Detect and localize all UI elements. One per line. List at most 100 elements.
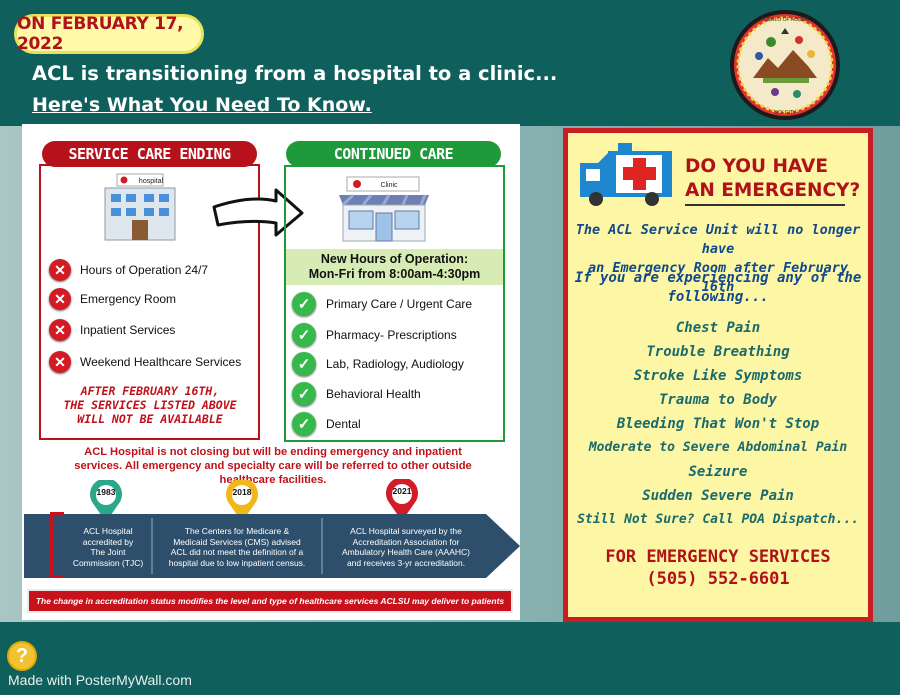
closing-line: services. All emergency and specialty ca…	[74, 460, 472, 472]
timeline-event-2018: The Centers for Medicare & Medicaid Serv…	[156, 526, 318, 568]
x-icon: ✕	[49, 288, 71, 310]
symptom-item: Trouble Breathing	[646, 344, 790, 360]
timeline-arrow	[24, 514, 520, 578]
symptom-item: Moderate to Severe Abdominal Pain	[588, 440, 848, 455]
event-line: The Joint	[90, 547, 126, 557]
phone-number[interactable]: (505) 552-6601	[646, 569, 790, 589]
hospital-label: hospital	[139, 178, 164, 185]
note-line: THE SERVICES LISTED ABOVE	[63, 398, 237, 412]
timeline-event-2021: ACL Hospital surveyed by the Accreditati…	[326, 526, 486, 568]
timeline-pin-1983	[90, 480, 122, 522]
tribal-seal-icon: PUEBLO OF ACOMA SKY CITY	[730, 10, 840, 120]
list-item: ✕ Hours of Operation 24/7	[49, 259, 208, 281]
hours-of-operation: New Hours of Operation: Mon-Fri from 8:0…	[286, 249, 503, 285]
symptom-item: Trauma to Body	[658, 392, 777, 408]
headline: ACL is transitioning from a hospital to …	[32, 62, 558, 85]
ending-item-label: Emergency Room	[80, 292, 177, 306]
ending-item-label: Hours of Operation 24/7	[80, 263, 209, 277]
hours-line: New Hours of Operation:	[320, 252, 469, 266]
list-item: ✕ Inpatient Services	[49, 319, 175, 341]
event-line: ACL Hospital surveyed by the	[350, 526, 462, 536]
list-item: ✓ Pharmacy- Prescriptions	[292, 323, 457, 347]
emergency-services: FOR EMERGENCY SERVICES (505) 552-6601	[568, 546, 868, 590]
title-line: AN EMERGENCY?	[685, 180, 861, 201]
check-icon: ✓	[292, 292, 316, 316]
list-item: ✓ Primary Care / Urgent Care	[292, 292, 472, 316]
timeline-pin-2021	[386, 479, 418, 521]
check-icon: ✓	[292, 382, 316, 406]
service-ending-title: SERVICE CARE ENDING	[42, 141, 257, 167]
list-item: ✕ Weekend Healthcare Services	[49, 351, 241, 373]
note-line: AFTER FEBRUARY 16TH,	[80, 384, 220, 398]
prompt-line: If you are experiencing any of the	[574, 270, 862, 286]
event-line: accredited by	[82, 536, 134, 547]
footer-band	[0, 622, 900, 695]
emergency-card-inner: DO YOU HAVE AN EMERGENCY? The ACL Servic…	[568, 133, 868, 617]
help-icon[interactable]: ?	[7, 641, 37, 671]
symptom-item: Still Not Sure? Call POA Dispatch...	[577, 512, 859, 527]
seal-text-top: PUEBLO OF ACOMA	[761, 17, 810, 23]
timeline-year: 2018	[232, 487, 252, 497]
symptom-item: Bleeding That Won't Stop	[616, 416, 820, 432]
intro-text: The ACL Service Unit will no longer have…	[568, 221, 868, 297]
made-with-link[interactable]: Made with PosterMyWall.com	[8, 672, 192, 688]
hospital-building-icon: hospital	[104, 173, 176, 241]
list-item: ✕ Emergency Room	[49, 288, 176, 310]
clinic-label: Clinic	[380, 182, 398, 189]
date-badge: ON FEBRUARY 17, 2022	[14, 14, 204, 54]
x-icon: ✕	[49, 351, 71, 373]
timeline-event-1983: ACL Hospital accredited by The Joint Com…	[64, 526, 152, 568]
x-icon: ✕	[49, 259, 71, 281]
emergency-title: DO YOU HAVE AN EMERGENCY?	[685, 155, 860, 203]
symptom-item: Chest Pain	[675, 320, 761, 336]
check-icon: ✓	[292, 352, 316, 376]
check-icon: ✓	[292, 323, 316, 347]
care-item-label: Primary Care / Urgent Care	[326, 297, 473, 311]
event-line: Medicaid Services (CMS) advised	[173, 536, 301, 547]
event-line: hospital due to low inpatient census.	[168, 557, 306, 568]
symptom-item: Sudden Severe Pain	[642, 488, 794, 504]
care-item-label: Dental	[326, 417, 361, 431]
intro-line: an Emergency Room after February 16th	[587, 260, 849, 295]
date-text: ON FEBRUARY 17, 2022	[17, 14, 184, 54]
symptom-item: Stroke Like Symptoms	[633, 368, 803, 384]
subheadline: Here's What You Need To Know.	[32, 94, 372, 116]
care-item-label: Behavioral Health	[326, 387, 421, 401]
transition-arrow-icon	[212, 188, 304, 237]
event-line: ACL Hospital	[83, 526, 133, 536]
event-line: The Centers for Medicare &	[184, 526, 290, 536]
hours-line: Mon-Fri from 8:00am-4:30pm	[308, 267, 481, 281]
event-line: Ambulatory Health Care (AAAHC)	[341, 547, 470, 557]
after-february-note: AFTER FEBRUARY 16TH, THE SERVICES LISTED…	[44, 384, 256, 426]
timeline-year: 1983	[96, 487, 116, 497]
event-line: Accreditation Association for	[352, 536, 460, 547]
title-underline	[685, 204, 845, 206]
closing-note: ACL Hospital is not closing but will be …	[36, 445, 510, 487]
timeline-pin-2018	[226, 480, 258, 522]
event-line: ACL did not meet the definition of a	[170, 547, 304, 557]
care-item-label: Lab, Radiology, Audiology	[326, 357, 464, 371]
check-icon: ✓	[292, 412, 316, 436]
prompt-line: following...	[667, 289, 769, 305]
list-item: ✓ Behavioral Health	[292, 382, 421, 406]
ambulance-icon	[580, 143, 672, 206]
clinic-building-icon: Clinic	[339, 176, 429, 242]
seal-text-bottom: SKY CITY	[774, 110, 797, 116]
ending-item-label: Inpatient Services	[80, 323, 176, 337]
timeline-year: 2021	[392, 486, 412, 496]
title-line: DO YOU HAVE	[685, 156, 828, 177]
event-line: Commission (TJC)	[72, 557, 144, 568]
intro-line: The ACL Service Unit will no longer have	[575, 222, 861, 257]
symptom-item: Seizure	[688, 464, 748, 480]
services-label: FOR EMERGENCY SERVICES	[605, 547, 831, 567]
event-line: and receives 3-yr accreditation.	[346, 557, 466, 568]
note-line: WILL NOT BE AVAILABLE	[77, 412, 223, 426]
x-icon: ✕	[49, 319, 71, 341]
list-item: ✓ Lab, Radiology, Audiology	[292, 352, 464, 376]
list-item: ✓ Dental	[292, 412, 361, 436]
accreditation-note: The change in accreditation status modif…	[27, 589, 513, 613]
prompt-text: If you are experiencing any of the follo…	[568, 269, 868, 307]
ending-item-label: Weekend Healthcare Services	[80, 355, 242, 369]
emergency-card: DO YOU HAVE AN EMERGENCY? The ACL Servic…	[563, 128, 873, 622]
continued-care-title: CONTINUED CARE	[286, 141, 501, 167]
